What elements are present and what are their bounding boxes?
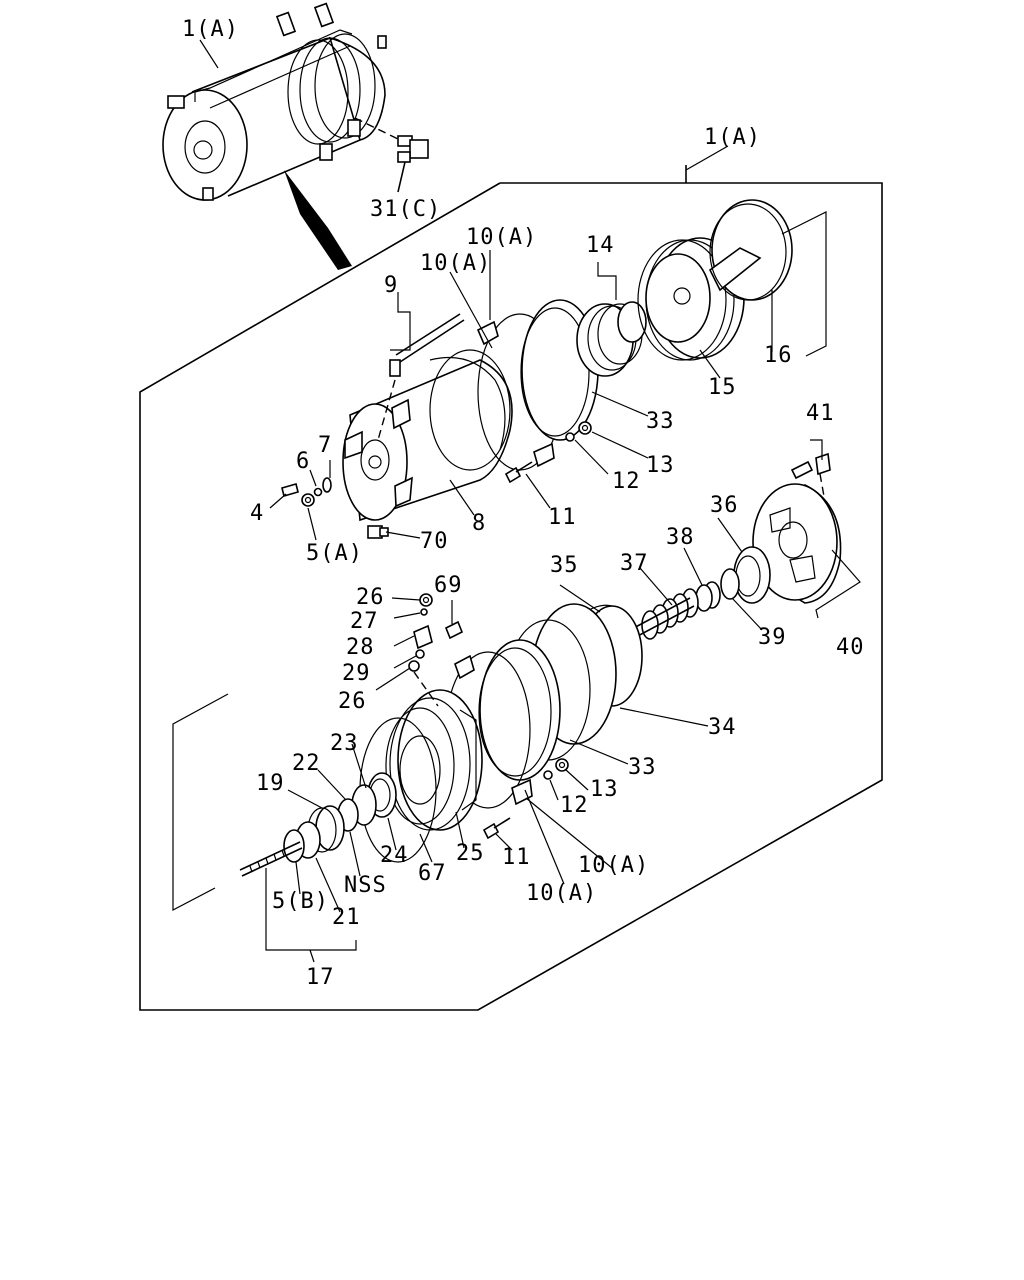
part-28-stud (413, 624, 433, 650)
label-25: 25 (456, 841, 485, 866)
label-40: 40 (836, 635, 865, 660)
label-31c: 31(C) (370, 197, 441, 222)
label-15: 15 (708, 375, 737, 400)
part-39-seal (720, 568, 740, 600)
label-36: 36 (710, 493, 739, 518)
label-27: 27 (350, 609, 379, 634)
part-17-shaft (239, 841, 303, 877)
label-21: 21 (332, 905, 361, 930)
label-37: 37 (620, 551, 649, 576)
label-1a-frame: 1(A) (704, 125, 761, 150)
part-4-pin (281, 483, 299, 497)
label-69: 69 (434, 573, 463, 598)
part-29-washer (415, 649, 425, 659)
label-24: 24 (380, 843, 409, 868)
label-12-upper: 12 (612, 469, 641, 494)
label-12-lower: 12 (560, 793, 589, 818)
assembly-frame-outline (139, 182, 883, 1011)
part-5b-nut (283, 829, 305, 863)
lower-subassembly-bracket (172, 693, 229, 911)
part-25-cylinder (385, 689, 483, 831)
label-38: 38 (666, 525, 695, 550)
label-7: 7 (318, 433, 332, 458)
part-12-washer-lower (543, 770, 553, 780)
part-8-housing (342, 349, 513, 522)
part-13-nut-lower (555, 758, 569, 772)
part-26-nut-bottom (408, 660, 420, 672)
label-8: 8 (472, 511, 486, 536)
part-26-nut-top (419, 593, 433, 607)
label-11-lower: 11 (502, 845, 531, 870)
leader-lines (199, 39, 773, 963)
part-9-rod (377, 313, 465, 441)
part-33-ring-lower (479, 639, 561, 781)
label-10a-2: 10(A) (420, 251, 491, 276)
part-11-bolt-upper (504, 461, 533, 484)
label-23: 23 (330, 731, 359, 756)
part-6-washer (313, 487, 323, 497)
label-34: 34 (708, 715, 737, 740)
part-11-bolt-lower (482, 817, 511, 840)
part-13-nut-upper (578, 421, 592, 435)
part-40-rear-head (752, 483, 842, 604)
label-26-top: 26 (356, 585, 385, 610)
label-28: 28 (346, 635, 375, 660)
label-9: 9 (384, 273, 398, 298)
label-13-lower: 13 (590, 777, 619, 802)
label-11-upper: 11 (548, 505, 577, 530)
label-1a-top: 1(A) (182, 17, 239, 42)
label-5b: 5(B) (272, 889, 329, 914)
label-67: 67 (418, 861, 447, 886)
part-16-bracket (781, 211, 827, 357)
label-4: 4 (250, 501, 264, 526)
part-10a-clamp-lower (445, 651, 533, 809)
part-7-oring (322, 477, 332, 493)
label-41: 41 (806, 401, 835, 426)
label-nss: NSS (344, 873, 387, 898)
part-31c-fitting (397, 135, 429, 193)
part-5a-nut (301, 493, 315, 507)
label-13-upper: 13 (646, 453, 675, 478)
label-10a-3: 10(A) (578, 853, 649, 878)
label-16: 16 (764, 343, 793, 368)
label-26-bottom: 26 (338, 689, 367, 714)
top-assembly-view (162, 2, 401, 201)
label-29: 29 (342, 661, 371, 686)
label-10a-1: 10(A) (466, 225, 537, 250)
view-pointer-wedge (284, 170, 352, 270)
label-33-upper: 33 (646, 409, 675, 434)
part-70-plug (367, 525, 389, 539)
part-41-leader (810, 439, 823, 460)
part-41-fitting (790, 452, 831, 503)
label-17: 17 (306, 965, 335, 990)
label-33-lower: 33 (628, 755, 657, 780)
label-6: 6 (296, 449, 310, 474)
label-10a-4: 10(A) (526, 881, 597, 906)
part-12-washer-upper (565, 432, 575, 442)
part-38-spring (695, 581, 721, 612)
label-19: 19 (256, 771, 285, 796)
part-37-shaft (629, 588, 699, 640)
label-70: 70 (420, 529, 449, 554)
label-22: 22 (292, 751, 321, 776)
label-35: 35 (550, 553, 579, 578)
label-14: 14 (586, 233, 615, 258)
label-5a: 5(A) (306, 541, 363, 566)
part-14-coil (576, 301, 647, 377)
part-27-washer (420, 608, 428, 616)
part-69-bolt (444, 620, 464, 640)
part-40-bracket (815, 549, 861, 619)
label-39: 39 (758, 625, 787, 650)
part-16-cover (708, 199, 793, 301)
